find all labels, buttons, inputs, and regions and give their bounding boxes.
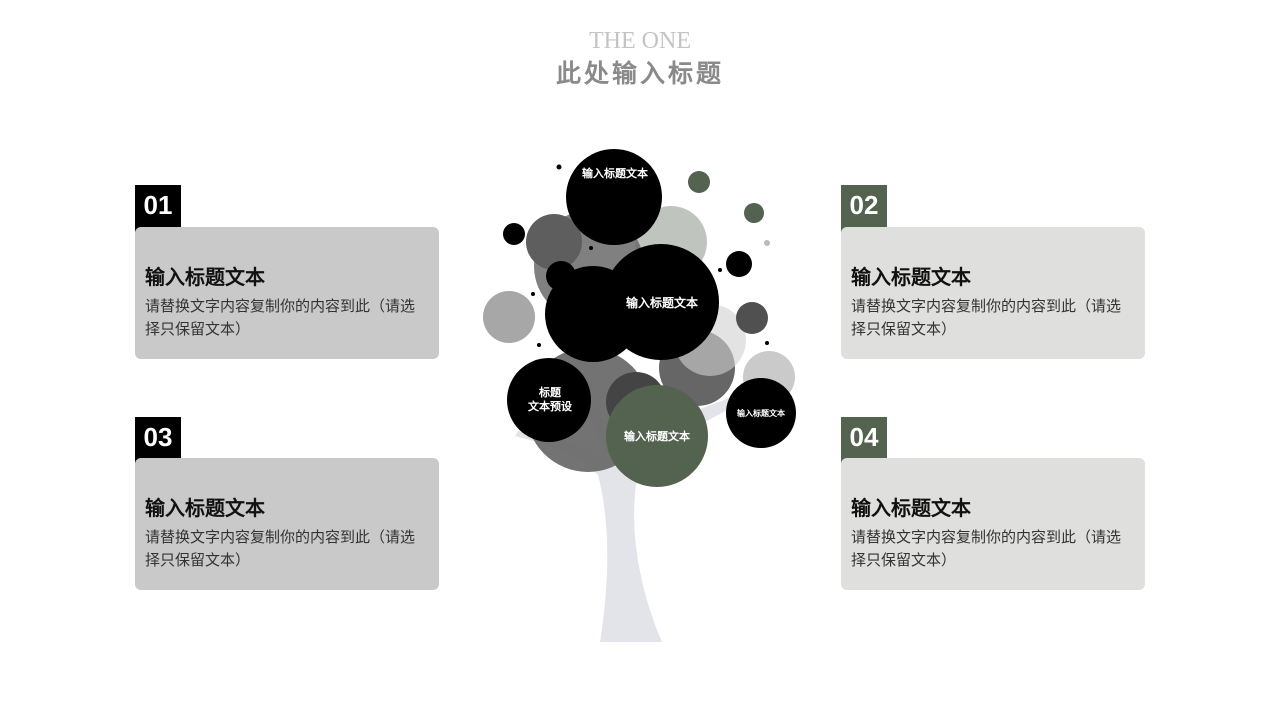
info-card-3: 输入标题文本 请替换文字内容复制你的内容到此（请选择只保留文本） — [135, 458, 439, 590]
card-description: 请替换文字内容复制你的内容到此（请选择只保留文本） — [145, 528, 416, 569]
bubble-right — [726, 378, 796, 448]
bubble-middle-label: 输入标题文本 — [625, 296, 698, 310]
bubble-right-label: 输入标题文本 — [737, 409, 785, 418]
bubble-green-label: 输入标题文本 — [624, 430, 690, 443]
header-supertitle: THE ONE — [589, 28, 691, 54]
card-title: 输入标题文本 — [145, 265, 265, 289]
bubble-top — [566, 149, 662, 245]
card-number-badge: 01 — [135, 185, 181, 235]
card-number-badge: 02 — [841, 185, 887, 235]
card-title: 输入标题文本 — [851, 496, 971, 520]
card-description: 请替换文字内容复制你的内容到此（请选择只保留文本） — [145, 297, 416, 338]
card-description: 请替换文字内容复制你的内容到此（请选择只保留文本） — [851, 297, 1122, 338]
card-title: 输入标题文本 — [851, 265, 971, 289]
bubble-green — [606, 385, 708, 487]
card-title: 输入标题文本 — [145, 496, 265, 520]
info-card-2: 输入标题文本 请替换文字内容复制你的内容到此（请选择只保留文本） — [841, 227, 1145, 359]
page-title: 此处输入标题 — [555, 59, 724, 88]
info-card-1: 输入标题文本 请替换文字内容复制你的内容到此（请选择只保留文本） — [135, 227, 439, 359]
bubble-left-label: 标题 文本预设 — [528, 386, 572, 413]
card-description: 请替换文字内容复制你的内容到此（请选择只保留文本） — [851, 528, 1122, 569]
bubble-left — [507, 358, 591, 442]
bubble-top-label: 输入标题文本 — [582, 167, 648, 180]
bubble-middle — [603, 244, 719, 360]
info-card-4: 输入标题文本 请替换文字内容复制你的内容到此（请选择只保留文本） — [841, 458, 1145, 590]
tree-illustration — [483, 149, 796, 642]
slide-header: THE ONE 此处输入标题 — [0, 26, 1280, 92]
